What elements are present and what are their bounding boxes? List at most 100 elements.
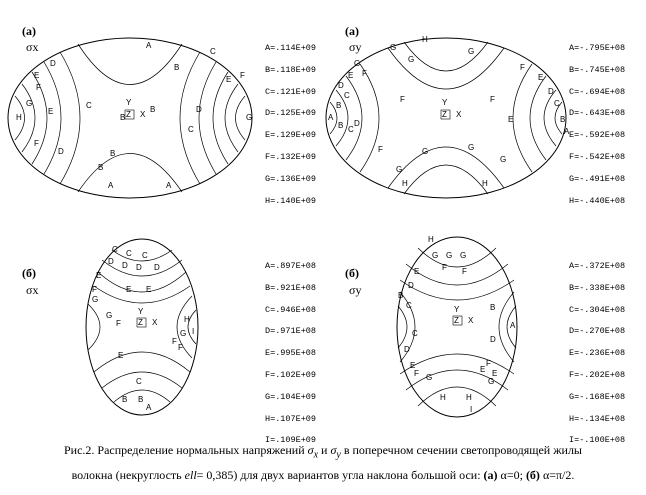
contour-label: A xyxy=(146,41,152,50)
axis-z-label: Z xyxy=(138,318,143,327)
contour-label: C xyxy=(406,301,412,310)
contour-label: H xyxy=(440,393,446,402)
contour-label: D xyxy=(548,87,554,96)
contour-label: H xyxy=(466,393,472,402)
panel-component: σy xyxy=(349,40,362,54)
contour-label: G xyxy=(446,251,452,260)
contour-label: E xyxy=(226,75,231,84)
contour-label: B xyxy=(338,121,343,130)
legend-item: F=-.542E+08 xyxy=(569,151,626,162)
caption-text: = 0,385) для двух вариантов угла наклона… xyxy=(196,468,481,483)
panel-label: (б) xyxy=(22,266,36,280)
option-a-label: (а) xyxy=(483,468,498,483)
contour-label: C xyxy=(86,101,92,110)
contour-label: F xyxy=(378,145,383,154)
option-b-label: (б) xyxy=(525,468,540,483)
axis-triad: Y Z X xyxy=(440,98,462,120)
contour-label: G xyxy=(354,59,360,68)
contour-label: E xyxy=(538,73,543,82)
axis-x-label: X xyxy=(152,318,158,327)
legend-item: F=.102E+09 xyxy=(265,369,317,380)
contour-label: E xyxy=(348,71,353,80)
figure-caption: Рис.2. Распределение нормальных напряжен… xyxy=(0,440,646,486)
contour-label: G xyxy=(468,47,474,56)
contour-label: G xyxy=(426,373,432,382)
legend-item: C=-.304E+08 xyxy=(569,304,626,315)
caption-text: волокна (некруглость xyxy=(71,468,182,483)
contour-label: C xyxy=(188,125,194,134)
legend-item: C=.946E+08 xyxy=(265,304,317,315)
legend: A=-.795E+08 B=-.745E+08 C=-.694E+08 D=-.… xyxy=(569,38,625,212)
axis-y-label: Y xyxy=(126,98,132,107)
panel-component: σx xyxy=(26,283,39,297)
contour-label: H xyxy=(402,179,408,188)
contour-label: D xyxy=(354,119,360,128)
panel-label: (б) xyxy=(345,266,359,280)
axis-triad: Y Z X xyxy=(452,305,474,326)
contour-label: C xyxy=(344,91,350,100)
contour-label: B xyxy=(150,105,155,114)
contour-label: F xyxy=(520,63,525,72)
axis-z-label: Z xyxy=(454,316,459,325)
contour-label: F xyxy=(116,319,121,328)
contour-label: B xyxy=(336,101,341,110)
contour-label: G xyxy=(488,377,494,386)
legend-item: C=-.694E+08 xyxy=(569,86,626,97)
axis-y-label: Y xyxy=(442,98,448,107)
contour-label: D xyxy=(58,147,64,156)
contour-label: D xyxy=(404,345,410,354)
contour-label: B xyxy=(110,149,115,158)
contour-plot-b-sy: H G G G F F E D B C C D B D A E F G F E … xyxy=(396,235,518,418)
legend-item: E=-.592E+08 xyxy=(569,130,626,141)
sigma-y-symbol: σ xyxy=(330,443,337,457)
caption-line-1: Рис.2. Распределение нормальных напряжен… xyxy=(0,440,646,465)
contour-label: D xyxy=(154,263,160,272)
caption-text: и xyxy=(321,443,328,457)
contour-label: D xyxy=(408,281,414,290)
contour-label: C xyxy=(126,249,132,258)
contour-label: I xyxy=(470,405,472,414)
legend-item: G=-.491E+08 xyxy=(569,173,626,184)
contour-label: C xyxy=(136,377,142,386)
legend-item: D=-.643E+08 xyxy=(569,108,626,119)
contour-label: E xyxy=(146,285,151,294)
legend-item: H=-.134E+08 xyxy=(569,413,626,424)
legend-item: C=.121E+09 xyxy=(265,86,317,97)
ell-symbol: ell xyxy=(184,468,197,483)
contour-label: H xyxy=(482,179,488,188)
legend-item: B=.921E+08 xyxy=(265,282,317,293)
contour-plot-a-sx: A A A B B B B B C C C D D D E E E F F F … xyxy=(7,37,253,199)
contour-label: F xyxy=(36,83,41,92)
caption-line-2: волокна (некруглость ell= 0,385) для дву… xyxy=(0,465,646,486)
contour-label: B xyxy=(560,115,565,124)
contour-label: G xyxy=(246,113,252,122)
axis-x-label: X xyxy=(140,110,146,119)
legend-item: D=-.270E+08 xyxy=(569,326,626,337)
contour-label: A xyxy=(108,181,114,190)
legend-item: I=.109E+09 xyxy=(265,435,317,446)
legend-item: H=-.440E+08 xyxy=(569,195,626,206)
contour-label: E xyxy=(410,361,415,370)
caption-text: Рис.2. Распределение нормальных напряжен… xyxy=(64,443,305,457)
legend-item: E=.129E+09 xyxy=(265,130,317,141)
contour-label: G xyxy=(468,143,474,152)
legend: A=.897E+08 B=.921E+08 C=.946E+08 D=.971E… xyxy=(265,256,316,452)
contour-label: E xyxy=(34,71,39,80)
legend-item: E=-.236E+08 xyxy=(569,348,626,359)
axis-z-label: Z xyxy=(126,110,131,119)
legend-item: A=.114E+09 xyxy=(265,43,317,53)
axis-triad: Y Z X xyxy=(124,98,146,120)
sigma-x-symbol: σ xyxy=(307,443,314,457)
legend-item: H=.107E+09 xyxy=(265,413,317,424)
sigma-x-subscript: x xyxy=(313,449,319,461)
axis-z-label: Z xyxy=(442,110,447,119)
legend-item: G=.104E+09 xyxy=(265,391,317,402)
axis-triad: Y Z X xyxy=(136,307,158,328)
panel-component: σy xyxy=(349,283,362,297)
contour-label: C xyxy=(348,125,354,134)
contour-label: A xyxy=(510,321,516,330)
contour-label: F xyxy=(414,369,419,378)
contour-label: C xyxy=(412,329,418,338)
contour-label: B xyxy=(98,163,103,172)
legend-item: G=.136E+09 xyxy=(265,173,317,184)
